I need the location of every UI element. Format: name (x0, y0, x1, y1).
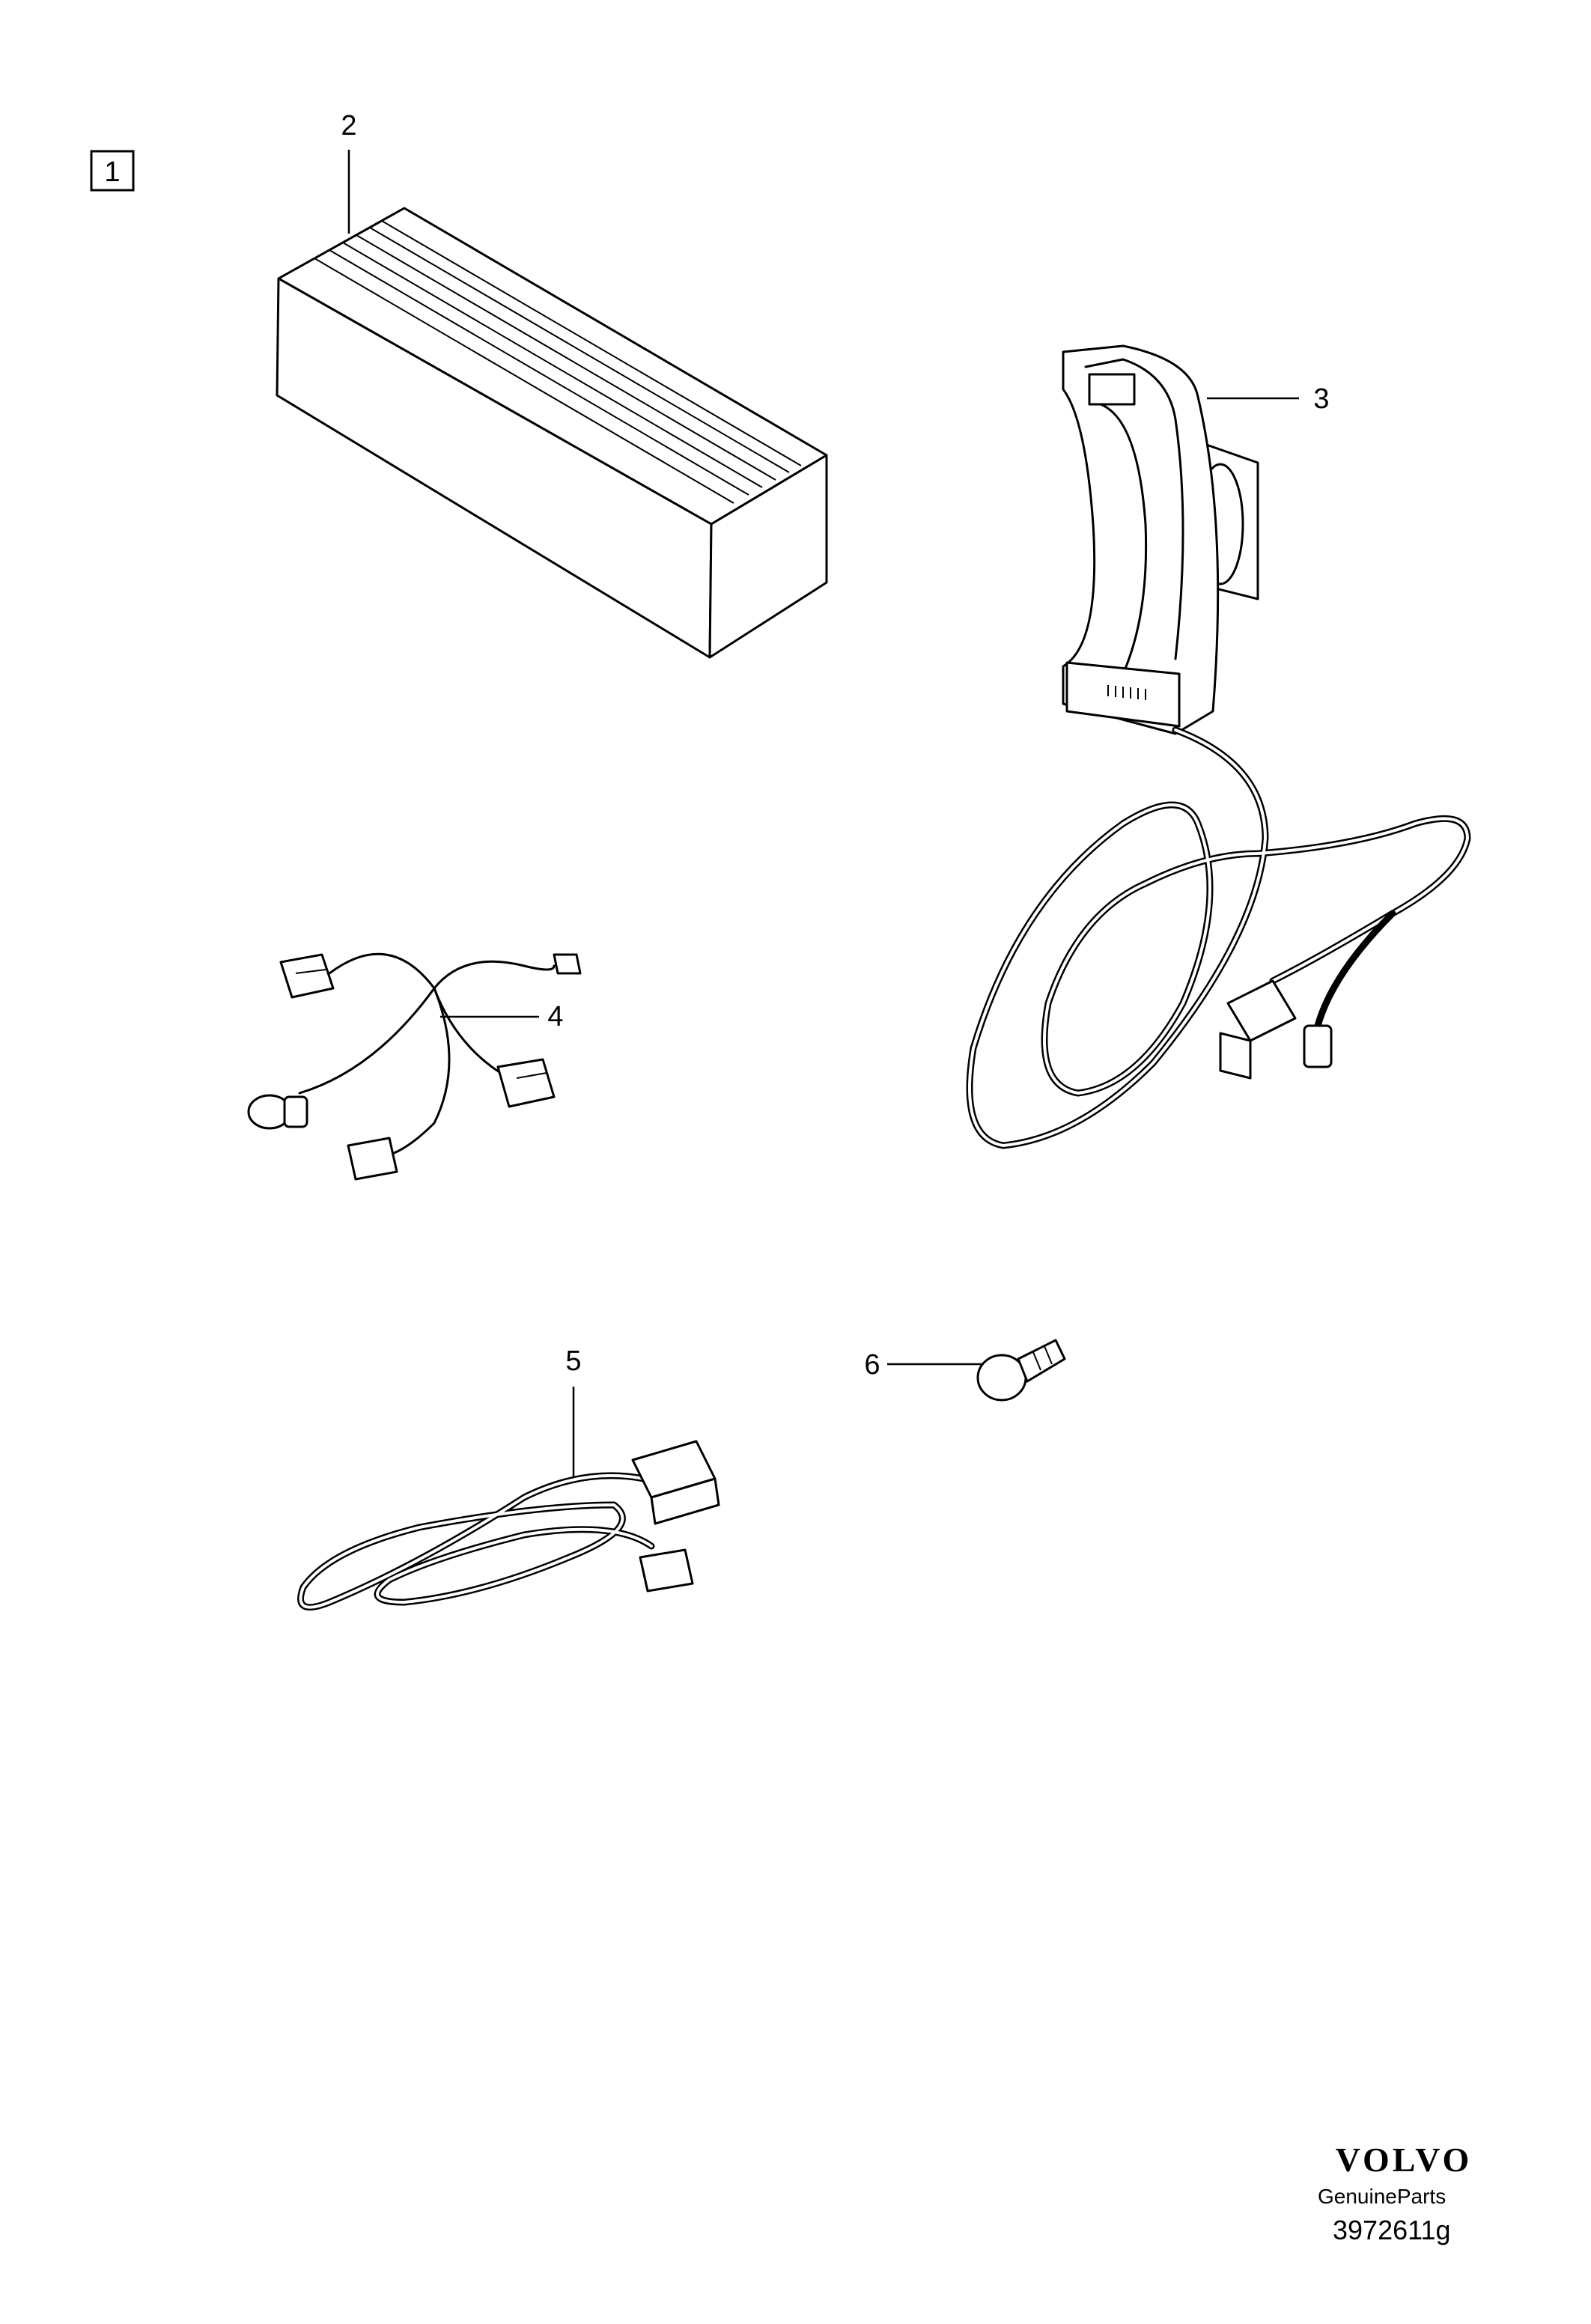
part-holder: 3 (966, 344, 1471, 1149)
kit-callout-label: 1 (104, 156, 120, 188)
callout-2: 2 (341, 110, 356, 142)
brand-logo-text: VOLVO (1336, 2141, 1473, 2179)
part-box: 2 (276, 110, 828, 659)
kit-callout: 1 (90, 150, 135, 192)
part-harness: 4 (247, 952, 582, 1181)
brand-subtitle: GenuineParts (1318, 2185, 1446, 2208)
callout-6: 6 (864, 1349, 880, 1381)
callout-4: 4 (547, 1001, 563, 1032)
part-cable: 5 (297, 1345, 720, 1611)
illustration-reference: 3972611g (1333, 2215, 1451, 2245)
callout-5: 5 (565, 1345, 581, 1377)
volvo-logo: VOLVO (1336, 2141, 1473, 2179)
part-screw: 6 (864, 1339, 1066, 1402)
callout-3: 3 (1313, 383, 1329, 415)
